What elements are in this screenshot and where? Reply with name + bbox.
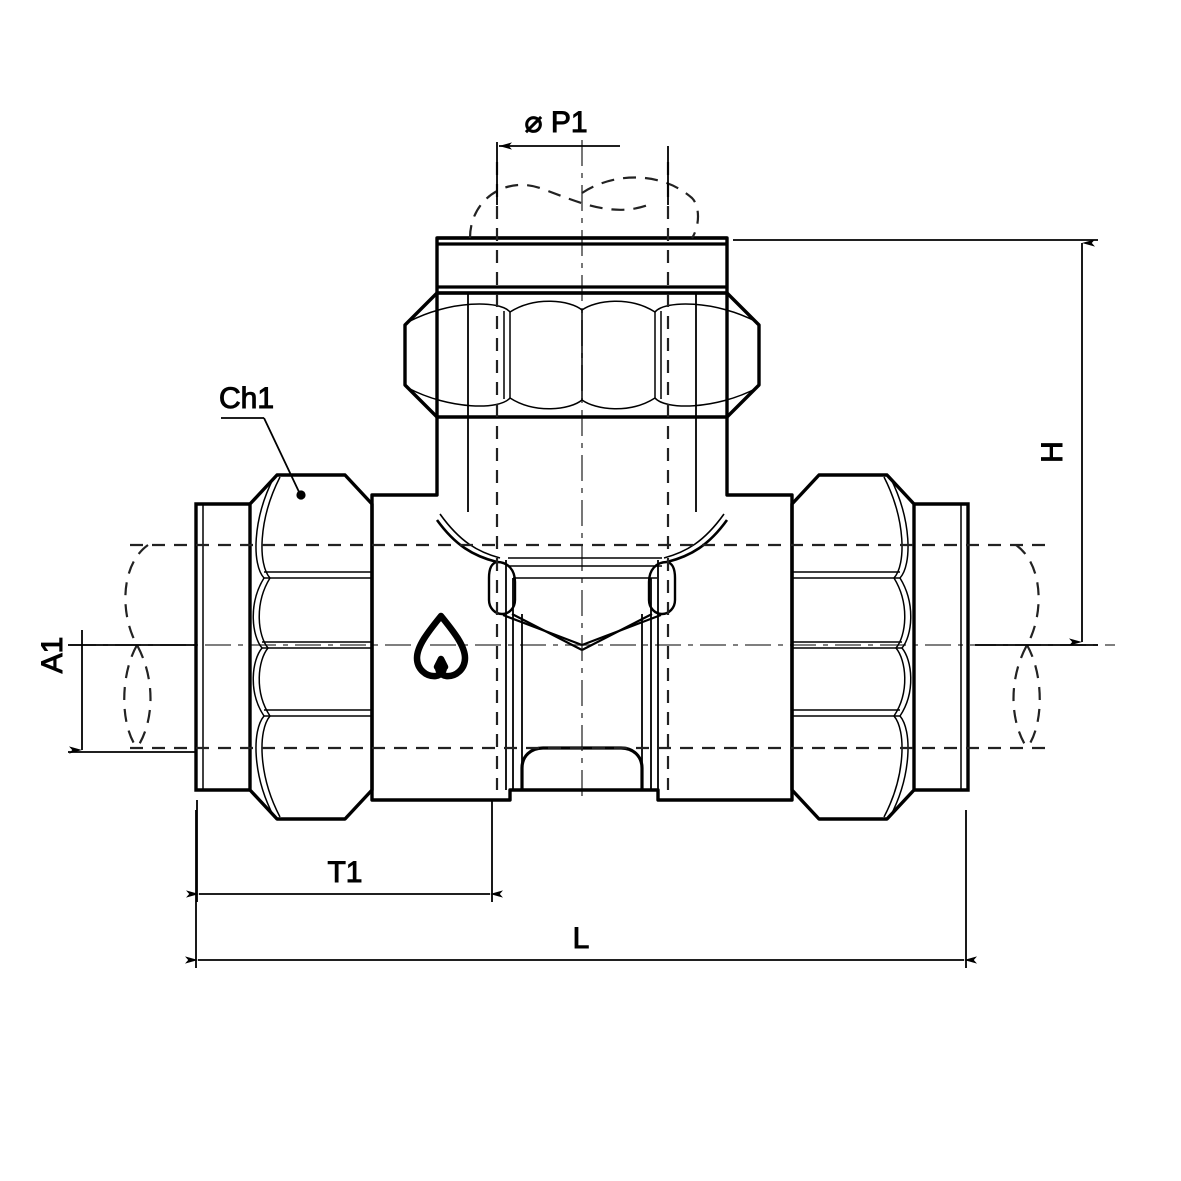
dimension-diameter-p1 — [496, 142, 669, 205]
seat-shoulder-left — [435, 519, 498, 564]
branch-riser-inner-walls — [467, 293, 697, 512]
left-hex-face-arc-2 — [252, 577, 265, 649]
ch1-leader-dot — [296, 490, 306, 500]
right-hex-face-arc-2b — [893, 577, 906, 649]
left-hex-nut — [248, 473, 374, 821]
dimension-label-h: H — [1036, 441, 1069, 463]
seat-shoulder-right — [666, 519, 729, 564]
break-curves — [123, 176, 1041, 749]
top-hex-face-arc-1 — [407, 303, 511, 323]
dimension-label-diameter-p1: ⌀ P1 — [524, 106, 587, 139]
left-hex-face-arc-1 — [255, 476, 275, 579]
break-curve-left-mirror — [123, 644, 138, 749]
top-hex-nut — [403, 291, 761, 419]
left-hex-face-arc-2b — [258, 577, 271, 649]
left-pipe-stub-outline — [194, 502, 250, 792]
right-pipe-stub-outline — [914, 502, 970, 792]
dimension-h — [733, 239, 1098, 646]
right-pipe-stub — [914, 502, 970, 792]
hidden-lines — [130, 162, 1045, 790]
break-curve-right — [1012, 544, 1040, 749]
dimension-a1 — [68, 630, 196, 754]
top-hex-face-arc-5 — [407, 387, 511, 407]
v-taper-right-inner — [581, 613, 653, 651]
ch1-leader-line — [263, 417, 301, 495]
break-curve-top — [468, 183, 649, 239]
top-hex-face-arc-7 — [581, 397, 656, 410]
right-hex-face-arc-3b — [893, 647, 906, 717]
left-hex-face-arc-1b — [261, 476, 281, 579]
right-hex-nut — [790, 473, 916, 821]
v-taper-left-inner — [511, 613, 583, 651]
top-hex-face-arc-4 — [654, 303, 758, 323]
break-curve-top-mirror — [581, 176, 700, 239]
top-hex-face-arc-6 — [509, 397, 583, 410]
seat-collar-left — [487, 560, 517, 616]
right-hex-nut-outline — [790, 473, 916, 821]
left-hex-face-arc-3 — [252, 647, 265, 717]
spade-icon-path — [413, 612, 469, 680]
flow-direction-spade-icon — [413, 612, 469, 680]
annotation-label-ch1: Ch1 — [219, 382, 274, 415]
break-curve-right-mirror — [1026, 644, 1041, 749]
top-hex-nut-outline — [403, 291, 761, 419]
drawing-geometry: ⌀ P1 H A1 T1 L — [36, 106, 1115, 968]
right-hex-face-arc-1b — [883, 476, 903, 579]
dimension-l — [185, 810, 977, 968]
left-hex-nut-outline — [248, 473, 374, 821]
seat-shoulder-right-b — [663, 513, 725, 559]
right-hex-face-arc-3 — [899, 647, 912, 717]
top-hex-face-arc-2 — [509, 300, 583, 313]
annotation-ch1-leader — [221, 417, 306, 500]
right-hex-face-arc-4b — [883, 715, 903, 818]
dimension-label-l: L — [573, 922, 590, 955]
left-hex-face-arc-4b — [261, 715, 281, 818]
left-hex-face-arc-3b — [258, 647, 271, 717]
centerlines — [70, 140, 1115, 800]
break-curve-left — [124, 544, 152, 749]
right-hex-face-arc-4 — [889, 715, 909, 818]
right-hex-face-arc-1 — [889, 476, 909, 579]
dimension-t1 — [186, 800, 503, 902]
left-hex-face-arc-4 — [255, 715, 275, 818]
top-hex-face-arc-3 — [581, 300, 656, 313]
left-pipe-stub — [194, 502, 250, 792]
seat-collar-right — [647, 560, 677, 616]
dimension-label-a1: A1 — [36, 637, 69, 674]
dimension-label-t1: T1 — [327, 856, 362, 889]
right-hex-face-arc-2 — [899, 577, 912, 649]
top-hex-face-arc-8 — [654, 387, 758, 407]
